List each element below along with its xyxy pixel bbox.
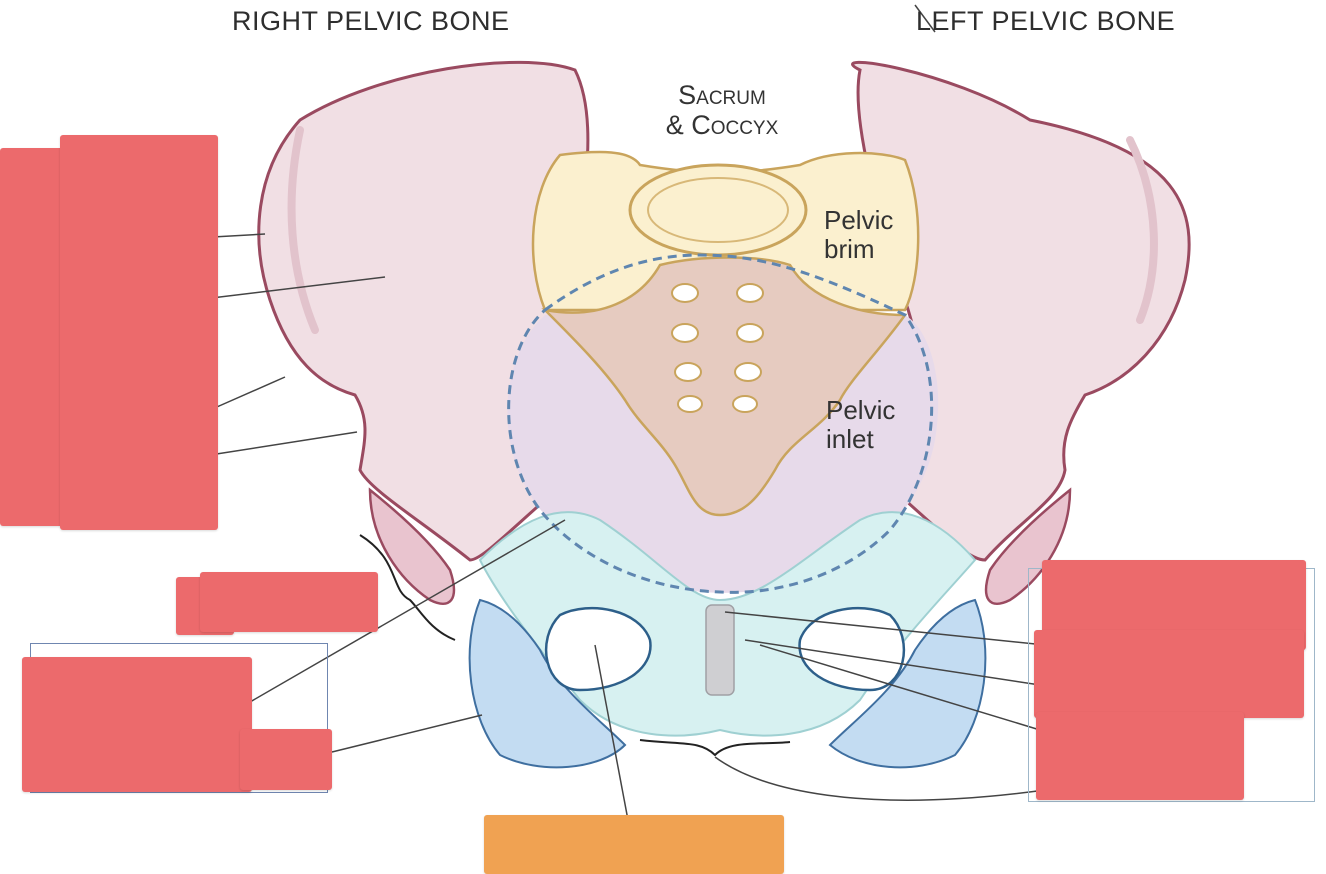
right-bracket xyxy=(359,534,456,641)
bottom-bracket xyxy=(639,739,791,757)
left-ischium xyxy=(984,487,1072,605)
label-cover-9[interactable] xyxy=(1036,712,1244,800)
pelvic-brim-line xyxy=(507,253,934,594)
obturator-foramen-left xyxy=(798,606,905,692)
pelvic-inlet-label-line2: inlet xyxy=(826,424,874,454)
right-ilium xyxy=(257,60,590,562)
left-pelvic-bone-title: LEFT PELVIC BONE xyxy=(916,6,1176,36)
label-cover-2[interactable] xyxy=(60,135,218,530)
pelvic-brim-label-line1: Pelvic xyxy=(824,205,894,235)
pelvic-inlet-label-line1: Pelvic xyxy=(826,395,896,425)
label-cover-4[interactable] xyxy=(200,572,378,632)
label-cover-6[interactable] xyxy=(240,729,332,790)
sacral-foramina xyxy=(671,283,764,413)
right-ilium-shade xyxy=(287,126,319,334)
right-ischium xyxy=(368,487,456,605)
left-ilium xyxy=(851,60,1191,562)
pubic-blue-right xyxy=(828,598,987,769)
sacrum-body xyxy=(541,256,908,517)
pubic-blue-left xyxy=(468,598,627,769)
pelvic-inlet-label: Pelvic inlet xyxy=(826,396,895,454)
bottom-right-curve xyxy=(714,756,1046,801)
sacrum-label-line1: Sacrum xyxy=(678,80,766,110)
pelvic-brim-label-line2: brim xyxy=(824,234,875,264)
sacrum-label-line2: & Coccyx xyxy=(665,110,779,140)
pubic-symphysis xyxy=(705,604,735,696)
right-pelvic-bone-title: RIGHT PELVIC BONE xyxy=(232,6,510,36)
vertebral-body-ring xyxy=(647,177,789,243)
pelvic-brim-label: Pelvic brim xyxy=(824,206,893,264)
left-ilium-shade xyxy=(1126,136,1158,324)
label-cover-orange[interactable] xyxy=(484,815,784,874)
sacrum-label: Sacrum & Coccyx xyxy=(662,80,782,140)
label-cover-8[interactable] xyxy=(1034,630,1304,718)
label-cover-5[interactable] xyxy=(22,657,252,792)
obturator-foramen-right xyxy=(545,606,652,692)
leader-lines xyxy=(194,4,1046,821)
